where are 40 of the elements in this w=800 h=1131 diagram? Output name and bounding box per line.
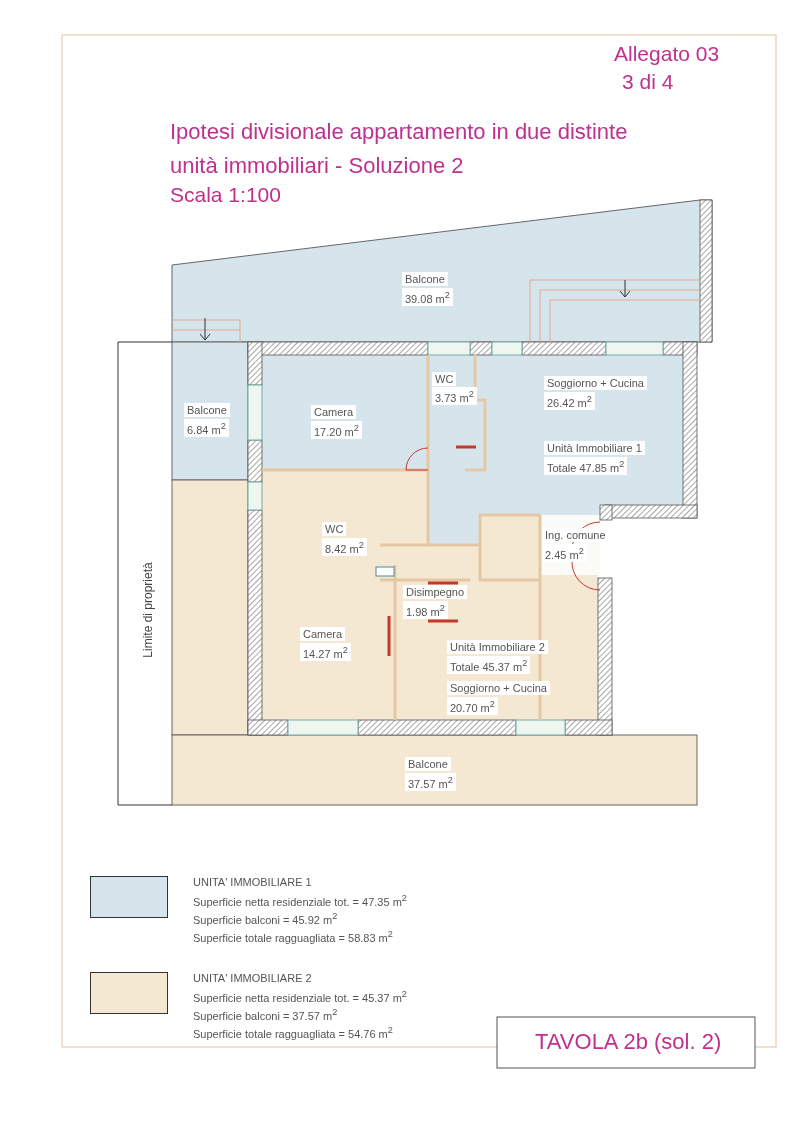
boundary-label: Limite di proprietà (141, 562, 155, 658)
room-label: Balcone (405, 757, 451, 771)
heading-text: 3 di 4 (622, 70, 674, 94)
heading-text: Scala 1:100 (170, 183, 281, 207)
room-label: Soggiorno + Cucina (447, 681, 550, 695)
room-label: 8.42 m$^{2}$ (322, 538, 367, 556)
legend-note: Superficie netta residenziale tot. = 45.37 m$^{2}$ (193, 988, 407, 1005)
room-label: Balcone (402, 272, 448, 286)
room-label: Soggiorno + Cucina (544, 376, 647, 390)
room-label: 20.70 m$^{2}$ (447, 697, 498, 715)
room-label: 2.45 m$^{2}$ (542, 544, 587, 562)
room-label: Unità Immobiliare 1 (544, 441, 645, 455)
drawing-number: TAVOLA 2b (sol. 2) (535, 1030, 722, 1054)
room-label: Totale 45.37 m$^{2}$ (447, 656, 531, 674)
room-label: 6.84 m$^{2}$ (184, 419, 229, 437)
room-label: 3.73 m$^{2}$ (432, 387, 477, 405)
legend-note: Superficie totale ragguagliata = 54.76 m$^{2}$ (193, 1024, 393, 1041)
room-label: WC (432, 372, 457, 386)
room-label: 1.98 m$^{2}$ (403, 601, 448, 619)
room-label: 17.20 m$^{2}$ (311, 421, 362, 439)
room-label: 39.08 m$^{2}$ (402, 288, 453, 306)
room-label: Ing. comune (542, 528, 609, 542)
heading-text: Allegato 03 (614, 42, 720, 66)
room-label: Camera (311, 405, 357, 419)
room-label: WC (322, 522, 347, 536)
room-label: Totale 47.85 m$^{2}$ (544, 457, 628, 475)
room-label: 14.27 m$^{2}$ (300, 643, 351, 661)
legend-heading: UNITA' IMMOBILIARE 2 (193, 971, 312, 985)
legend-note: Superficie totale ragguagliata = 58.83 m$^{2}$ (193, 928, 393, 945)
legend-note: Superficie netta residenziale tot. = 47.35 m$^{2}$ (193, 892, 407, 909)
legend-note: Superficie balconi = 37.57 m$^{2}$ (193, 1006, 338, 1023)
room-label: Balcone (184, 403, 230, 417)
room-label: 26.42 m$^{2}$ (544, 392, 595, 410)
room-label: 37.57 m$^{2}$ (405, 773, 456, 791)
room-label: Unità Immobiliare 2 (447, 640, 548, 654)
legend-heading: UNITA' IMMOBILIARE 1 (193, 875, 312, 889)
title: Ipotesi divisionale appartamento in due distinte unità immobiliari - Soluzione 2 (170, 118, 629, 180)
legend-note: Superficie balconi = 45.92 m$^{2}$ (193, 910, 338, 927)
room-label: Camera (300, 627, 346, 641)
room-label: Disimpegno (403, 585, 468, 599)
